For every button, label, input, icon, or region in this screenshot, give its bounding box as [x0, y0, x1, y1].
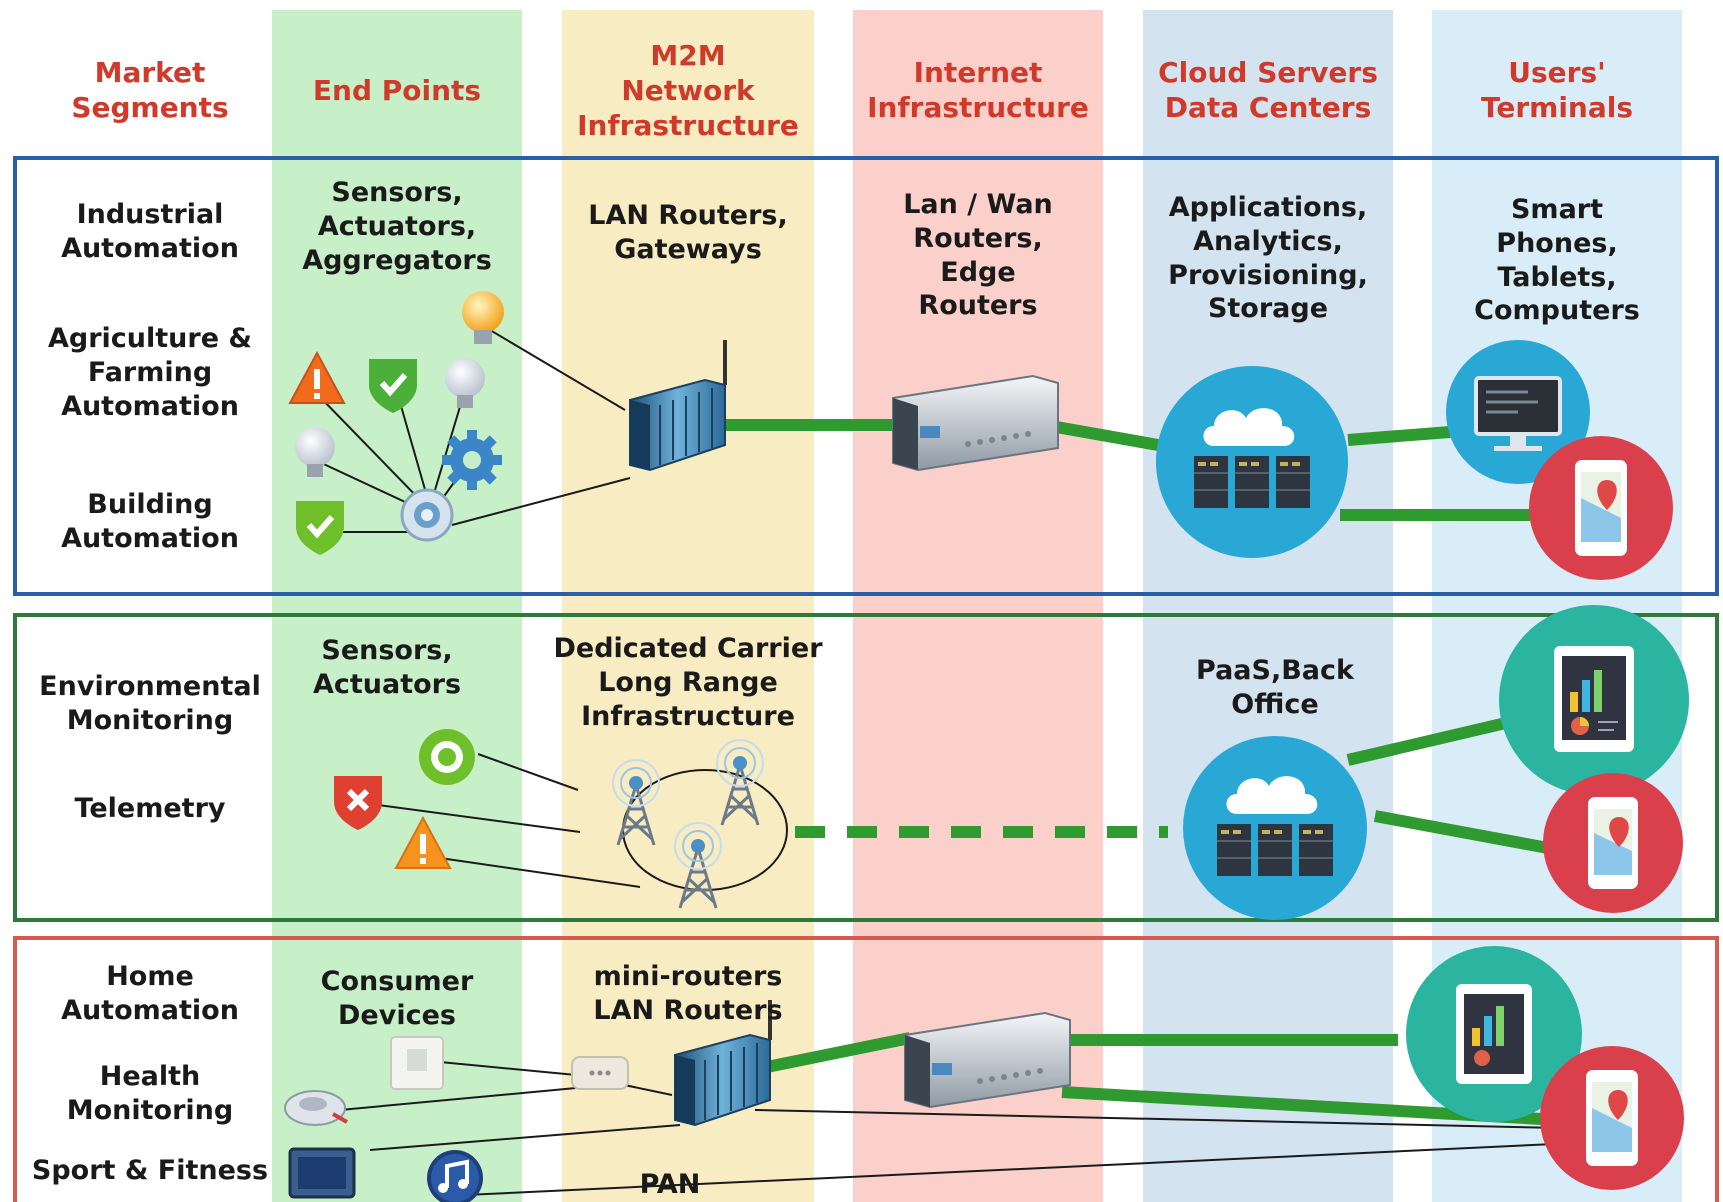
header-end-points: End Points [312, 74, 482, 107]
segment-environmental-monitoring: Environmental Monitoring [39, 671, 261, 736]
segment-telemetry: Telemetry [74, 793, 226, 824]
cloud-row1: Applications, Analytics, Provisioning, S… [1168, 192, 1368, 325]
band-end-points [272, 10, 522, 1202]
internet-row1: Lan / Wan Routers, Edge Routers [903, 189, 1053, 322]
scale-icon [284, 1090, 348, 1126]
segment-home-automation: Home Automation [61, 961, 239, 1026]
header-internet-infrastructure: Internet Infrastructure [867, 56, 1089, 124]
segment-agriculture-farming: Agriculture & Farming Automation [48, 323, 252, 422]
terminals-row1: Smart Phones, Tablets, Computers [1474, 194, 1640, 327]
segment-building-automation: Building Automation [61, 489, 239, 554]
shield-check-icon [296, 501, 344, 555]
aggregator-icon [400, 488, 454, 542]
gateway-router-icon [629, 340, 727, 472]
segment-sport-fitness: Sport & Fitness [31, 1155, 269, 1186]
shield-check-icon [369, 359, 417, 413]
phone-map-icon [1540, 1046, 1684, 1190]
bulb-icon [462, 291, 504, 344]
gateway-router-icon [674, 1000, 772, 1127]
band-internet [853, 10, 1103, 1202]
header-market-segments: Market Segments [71, 56, 229, 124]
row1-frame [13, 156, 1719, 596]
bulb-icon [295, 427, 335, 477]
hub-icon [571, 1056, 629, 1090]
pan-label: PAN [639, 1169, 701, 1200]
gear-icon [442, 430, 502, 490]
tablet-chart-icon [1406, 946, 1582, 1122]
end-points-row2: Sensors, Actuators [312, 635, 462, 700]
music-icon [427, 1150, 483, 1202]
header-users-terminals: Users' Terminals [1480, 56, 1634, 124]
m2m-row2: Dedicated Carrier Long Range Infrastruct… [553, 633, 823, 732]
shield-error-icon [334, 776, 382, 830]
m2m-row3: mini-routers LAN Routers [593, 961, 783, 1026]
segment-health-monitoring: Health Monitoring [66, 1061, 234, 1126]
cloud-datacenter-icon [1183, 736, 1367, 920]
watch-icon [288, 1147, 356, 1199]
desktop-icon [1446, 340, 1590, 484]
band-cloud [1143, 10, 1393, 1202]
cloud-row2: PaaS,Back Office [1196, 655, 1354, 720]
row2-frame [13, 613, 1719, 922]
warning-icon [288, 350, 346, 404]
end-points-row1: Sensors, Actuators, Aggregators [302, 177, 492, 276]
header-m2m-network: M2M Network Infrastructure [577, 39, 799, 142]
tablet-chart-icon [1499, 605, 1689, 795]
header-cloud-servers: Cloud Servers Data Centers [1158, 56, 1378, 124]
phone-map-icon [1529, 436, 1673, 580]
warning-icon [394, 815, 452, 869]
m2m-row1: LAN Routers, Gateways [588, 200, 788, 265]
thermostat-icon [390, 1036, 444, 1090]
end-points-row3: Consumer Devices [320, 966, 474, 1031]
edge-router-icon [904, 1011, 1071, 1109]
phone-map-icon [1543, 773, 1683, 913]
row3-frame [13, 936, 1719, 1202]
segment-industrial-automation: Industrial Automation [61, 199, 239, 264]
bulb-icon [445, 358, 485, 408]
target-sensor-icon [419, 729, 475, 785]
cloud-datacenter-icon [1156, 366, 1348, 558]
edge-router-icon [892, 374, 1059, 472]
